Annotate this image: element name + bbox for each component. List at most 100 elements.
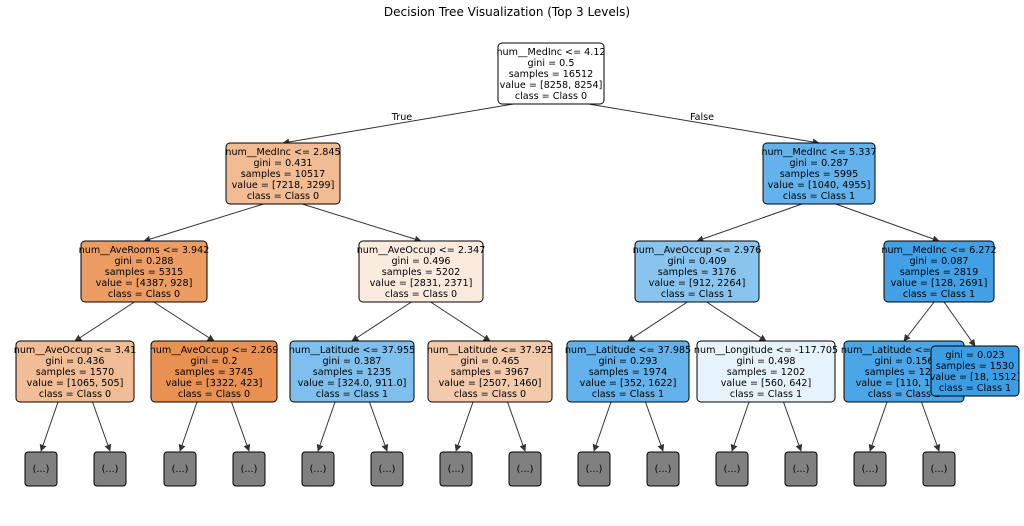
node-line: class = Class 1 <box>903 289 975 300</box>
node-line: num__MedInc <= 5.337 <box>761 147 876 158</box>
node-line: num__MedInc <= 4.12 <box>496 47 605 58</box>
truncated-label: (...) <box>793 464 810 475</box>
node-line: class = Class 0 <box>454 389 526 400</box>
truncated-subtree: (...) <box>715 451 749 487</box>
node-line: class = Class 0 <box>178 389 250 400</box>
node-line: gini = 0.023 <box>945 350 1004 361</box>
edge-root-L1 <box>282 103 514 146</box>
truncated-subtree: (...) <box>93 451 127 487</box>
node-line: gini = 0.409 <box>667 256 726 267</box>
node-line: value = [2831, 2371] <box>370 278 473 289</box>
node-line: num__Latitude <= 37.985 <box>565 345 691 356</box>
node-line: samples = 2819 <box>900 267 978 278</box>
truncated-label: (...) <box>586 464 603 475</box>
node-line: samples = 16512 <box>509 69 594 80</box>
node-line: value = [18, 1512] <box>930 372 1021 383</box>
truncated-subtree: (...) <box>370 451 404 487</box>
truncated-box <box>508 451 542 487</box>
truncated-box <box>232 451 266 487</box>
edge-LR2-N3c <box>351 301 412 342</box>
node-line: num__AveOccup <= 2.976 <box>633 245 762 256</box>
node-line: gini = 0.387 <box>322 356 381 367</box>
node-box <box>150 340 278 403</box>
edges-layer <box>39 103 976 452</box>
truncated-label: (...) <box>241 464 258 475</box>
truncated-box <box>715 451 749 487</box>
node-box <box>15 340 135 403</box>
edge-to-truncated <box>92 401 112 452</box>
node-line: samples = 5315 <box>105 267 183 278</box>
edge-label-false: False <box>690 112 714 123</box>
truncated-label: (...) <box>655 464 672 475</box>
edge-RR2-N3h <box>943 301 976 347</box>
edge-to-truncated <box>178 401 198 452</box>
edge-LL2-N3a <box>74 301 135 342</box>
node-line: class = Class 0 <box>108 289 180 300</box>
node-line: class = Class 1 <box>783 191 855 202</box>
edge-to-truncated <box>231 401 251 452</box>
node-line: samples = 1202 <box>727 367 805 378</box>
truncated-label: (...) <box>517 464 534 475</box>
node-line: gini = 0.288 <box>114 256 173 267</box>
node-line: num__MedInc <= 2.845 <box>225 147 340 158</box>
node-line: class = Class 1 <box>661 289 733 300</box>
node-line: gini = 0.431 <box>253 158 312 169</box>
truncated-subtree: (...) <box>577 451 611 487</box>
node-line: class = Class 1 <box>939 383 1011 394</box>
truncated-subtree: (...) <box>646 451 680 487</box>
edge-to-truncated <box>39 401 59 452</box>
node-line: gini = 0.2 <box>191 356 238 367</box>
edge-to-truncated <box>507 401 527 452</box>
edge-to-truncated <box>592 401 612 452</box>
node-line: value = [3322, 423] <box>166 378 263 389</box>
node-line: gini = 0.436 <box>45 356 104 367</box>
node-line: gini = 0.156 <box>874 356 933 367</box>
edge-LL2-N3b <box>153 301 215 342</box>
truncated-box <box>577 451 611 487</box>
node-box <box>930 345 1020 397</box>
edge-L1-LR2 <box>302 203 422 243</box>
node-box <box>762 142 876 205</box>
node-line: value = [1065, 505] <box>27 378 124 389</box>
node-box <box>289 340 415 403</box>
node-line: samples = 1570 <box>36 367 114 378</box>
node-box <box>427 340 553 403</box>
node-box <box>696 340 836 403</box>
edge-to-truncated <box>454 401 474 452</box>
edge-R1-RL2 <box>696 203 803 243</box>
truncated-label: (...) <box>931 464 948 475</box>
node-line: num__AveOccup <= 2.269 <box>150 345 279 356</box>
node-line: class = Class 0 <box>39 389 111 400</box>
node-line: num__Latitude <= 37.955 <box>289 345 415 356</box>
node-line: gini = 0.498 <box>736 356 795 367</box>
truncated-subtree: (...) <box>784 451 818 487</box>
truncated-box <box>24 451 58 487</box>
node-line: value = [7218, 3299] <box>232 180 335 191</box>
node-line: gini = 0.087 <box>909 256 968 267</box>
truncated-label: (...) <box>862 464 879 475</box>
node-box <box>358 240 484 303</box>
node-line: class = Class 1 <box>868 389 940 400</box>
node-line: value = [560, 642] <box>721 378 812 389</box>
node-line: value = [2507, 1460] <box>439 378 542 389</box>
node-line: samples = 1289 <box>865 367 943 378</box>
truncated-label: (...) <box>102 464 119 475</box>
node-line: samples = 3745 <box>175 367 253 378</box>
edge-R1-RR2 <box>835 203 940 243</box>
edge-label-true: True <box>391 112 412 123</box>
edge-to-truncated <box>369 401 389 452</box>
node-line: samples = 1235 <box>313 367 391 378</box>
node-line: num__AveOccup <= 2.347 <box>357 245 486 256</box>
edge-L1-LL2 <box>143 203 264 243</box>
node-line: samples = 5995 <box>780 169 858 180</box>
node-line: samples = 10517 <box>241 169 326 180</box>
node-line: value = [128, 2691] <box>891 278 988 289</box>
node-line: samples = 3176 <box>658 267 736 278</box>
truncated-subtree: (...) <box>301 451 335 487</box>
truncated-label: (...) <box>33 464 50 475</box>
